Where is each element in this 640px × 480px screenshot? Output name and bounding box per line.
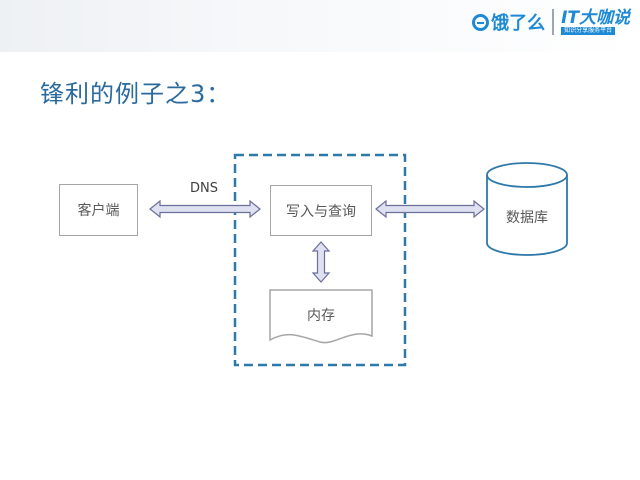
it-logo: IT大咖说 知识分享服务平台 (561, 9, 630, 35)
write-query-node: 写入与查询 (270, 185, 372, 236)
eleme-logo-text: 饿了么 (491, 13, 546, 34)
logo-divider (552, 9, 555, 35)
service-boundary (233, 153, 407, 367)
client-label: 客户端 (77, 203, 120, 219)
database-label: 数据库 (506, 210, 548, 226)
write-query-label: 写入与查询 (286, 203, 356, 220)
dns-label: DNS (190, 181, 218, 196)
logo-area: 饿了么 IT大咖说 知识分享服务平台 (472, 5, 630, 39)
eleme-logo: 饿了么 (472, 9, 545, 35)
database-cylinder-body (486, 175, 568, 256)
memory-document-shape (269, 289, 373, 344)
it-logo-subtitle: 知识分享服务平台 (561, 27, 616, 35)
it-logo-text: IT大咖说 (561, 8, 630, 28)
header-band (0, 0, 640, 52)
memory-label: 内存 (307, 308, 335, 324)
query-memory-arrow (311, 241, 331, 283)
client-dns-arrow (149, 199, 261, 219)
client-node: 客户端 (59, 184, 138, 236)
database-cylinder-top (486, 162, 568, 188)
eleme-logo-icon (472, 13, 490, 31)
slide-title: 锋利的例子之3： (40, 80, 232, 108)
query-database-arrow (375, 199, 485, 219)
